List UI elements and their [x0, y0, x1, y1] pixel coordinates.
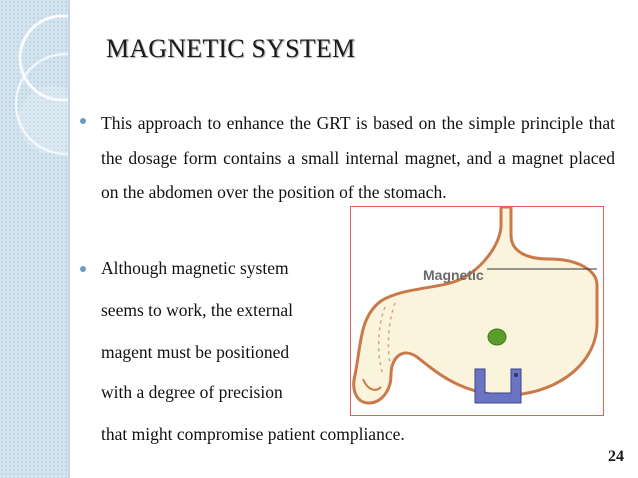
bullet-1-text: This approach to enhance the GRT is base…: [101, 106, 615, 210]
bullet-1-line-3: magnet, and a magnet placed on the abdom…: [101, 147, 616, 203]
bullet-2-line-3: magent must be positioned: [101, 342, 290, 362]
magnetic-pill: [487, 328, 507, 346]
page-number: 24: [608, 448, 624, 465]
bullet-1-line-1: This approach to enhance the GRT is base…: [101, 113, 516, 133]
stomach-illustration: [352, 207, 599, 405]
bullet-2-line-4: with a degree of precision: [101, 382, 283, 402]
decorative-circles: [14, 14, 70, 156]
stomach-magnet-figure: Magnetic: [350, 206, 604, 416]
bullet-2-line-2: seems to work, the external: [101, 300, 293, 320]
sidebar-divider: [68, 0, 70, 478]
stomach-shape: [352, 207, 599, 405]
bullet-1-line-4: position of the stomach.: [278, 182, 447, 202]
bullet-2-line-1: Although magnetic system: [101, 258, 289, 278]
figure-label: Magnetic: [423, 267, 484, 283]
slide-title: MAGNETIC SYSTEM: [106, 34, 356, 63]
bullet-1-line-2: principle that the dosage form contains …: [101, 113, 615, 168]
bullet-marker: [80, 118, 86, 124]
bullet-2-line-5: that might compromise patient compliance…: [101, 424, 405, 444]
external-magnet: [474, 368, 522, 404]
decorative-sidebar: [0, 0, 70, 478]
bullet-marker: [80, 266, 86, 272]
